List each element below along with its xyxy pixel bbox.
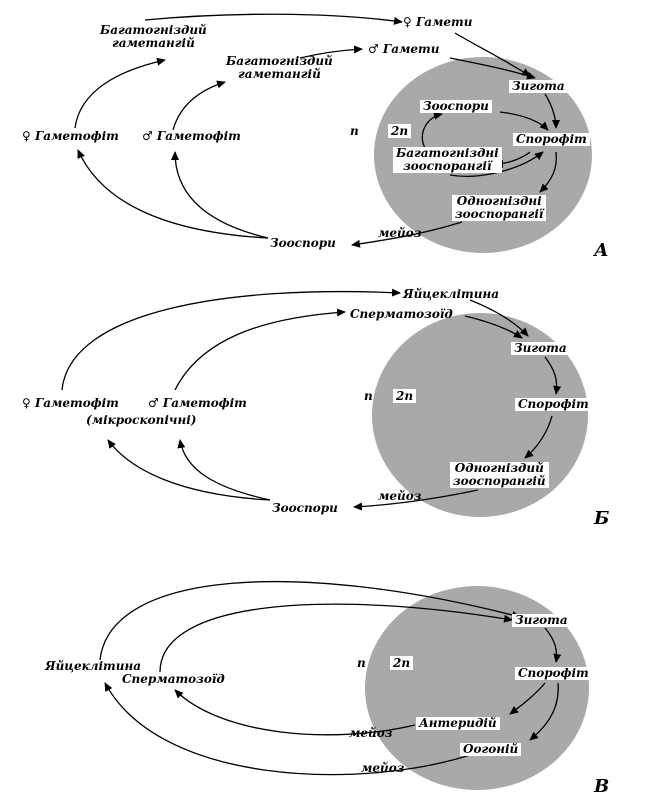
arrow-b-male-gametophyte-to-sperm — [174, 308, 346, 391]
label-a-gametangium-male: Багатогніздий гаметангій — [226, 55, 333, 81]
node-a-unilocular: Одногніздні зооспорангії — [452, 194, 547, 221]
arrow-c-sporophyte-to-antheridium — [509, 682, 546, 715]
arrow-c-zygote-to-sporophyte — [544, 627, 562, 663]
node-b-zygote: Зигота — [511, 342, 570, 355]
arrow-a-female-gametophyte-to-gametangium — [74, 57, 166, 129]
node-b-sperm: Сперматозоїд — [350, 307, 453, 321]
arrow-b-zygote-to-sporophyte — [544, 356, 562, 395]
node-a-zoospores-inner: Зооспори — [420, 100, 492, 113]
text-line: Одногніздні — [456, 194, 542, 208]
text-line: гаметангій — [237, 67, 321, 81]
label-a-gametangium-female: Багатогніздий гаметангій — [100, 24, 207, 50]
arrow-a-unilocular-to-zoospores — [351, 221, 463, 248]
label-b-haploid: n — [364, 389, 373, 403]
node-c-egg: Яйцеклітина — [45, 659, 141, 673]
text-line: Багатогніздий — [226, 54, 333, 68]
label-a-female-gametophyte: ♀ Гаметофіт — [22, 129, 119, 143]
panel-letter-c: В — [594, 776, 610, 797]
label-a-female-gametes: ♀ Гамети — [403, 15, 473, 29]
arrow-b-sporophyte-to-unilocular — [524, 415, 553, 459]
text-line: зооспорангій — [453, 474, 546, 488]
arrow-b-unilocular-to-zoospores — [353, 489, 479, 511]
arrow-a-zoospores-to-sporophyte — [499, 111, 549, 131]
arrow-c-egg-to-zygote — [99, 580, 521, 661]
node-c-oogonium: Оогоній — [460, 743, 522, 756]
node-c-sperm: Сперматозоїд — [122, 672, 225, 686]
label-b-female-gametophyte: ♀ Гаметофіт — [22, 396, 119, 410]
label-c-meiosis-upper: мейоз — [349, 726, 393, 740]
arrow-c-oogonium-to-egg — [104, 682, 471, 776]
arrow-b-egg-to-zygote — [469, 299, 529, 337]
arrow-a-zoospores-to-female-gametophyte — [77, 149, 269, 239]
node-a-zoospores: Зооспори — [270, 236, 336, 250]
label-c-meiosis-lower: мейоз — [361, 761, 405, 775]
label-a-male-gametes: ♂ Гамети — [368, 42, 440, 56]
node-b-sporophyte: Спорофіт — [515, 398, 592, 411]
arrow-a-zoospores-to-male-gametophyte — [171, 151, 269, 239]
label-a-haploid: n — [350, 124, 359, 138]
panel-letter-b: Б — [594, 508, 610, 529]
text-line: Багатогніздий — [100, 23, 207, 37]
label-b-male-gametophyte: ♂ Гаметофіт — [148, 396, 247, 410]
arrow-c-antheridium-to-sperm — [174, 689, 416, 736]
text-line: Одногніздий — [454, 461, 544, 475]
arrow-a-plurilocular-to-zoospores — [421, 111, 443, 149]
text-line: гаметангій — [111, 36, 195, 50]
node-b-egg: Яйцеклітина — [403, 287, 499, 301]
label-c-diploid: 2n — [390, 656, 414, 670]
node-c-sporophyte: Спорофіт — [515, 667, 592, 680]
panel-letter-a: А — [594, 240, 609, 261]
node-c-zygote: Зигота — [512, 614, 571, 627]
arrow-a-female-gametes-to-zygote — [454, 32, 531, 77]
label-a-meiosis: мейоз — [378, 226, 422, 240]
node-a-plurilocular: Багатогніздні зооспорангії — [393, 147, 502, 173]
label-a-diploid: 2n — [388, 124, 412, 138]
arrow-b-zoospores-to-male-gametophyte — [177, 439, 271, 501]
node-b-unilocular: Одногніздий зооспорангій — [450, 462, 549, 488]
node-c-antheridium: Антеридій — [416, 717, 500, 730]
arrow-a-male-gametangium-to-gametes — [299, 45, 363, 59]
arrow-a-zygote-to-sporophyte — [544, 93, 560, 129]
arrow-c-sporophyte-to-oogonium — [529, 682, 559, 741]
text-line: Багатогніздні — [396, 146, 499, 160]
label-b-microscopic: (мікроскопічні) — [86, 413, 197, 427]
arrow-c-sperm-to-zygote — [159, 603, 513, 673]
node-b-zoospores: Зооспори — [272, 501, 338, 515]
label-b-diploid: 2n — [393, 389, 417, 403]
text-line: зооспорангії — [403, 159, 492, 173]
label-a-male-gametophyte: ♂ Гаметофіт — [142, 129, 241, 143]
arrow-a-male-gametophyte-to-gametangium — [172, 80, 226, 131]
text-line: зооспорангії — [455, 207, 544, 221]
arrow-b-female-gametophyte-to-egg — [61, 288, 401, 391]
arrow-a-female-gametangium-to-gametes — [144, 13, 403, 25]
arrow-a-male-gametes-to-zygote — [449, 57, 536, 80]
arrow-a-sporophyte-to-unilocular — [539, 151, 558, 193]
node-a-zygote: Зигота — [509, 80, 568, 93]
node-a-sporophyte: Спорофіт — [513, 133, 590, 146]
label-b-meiosis: мейоз — [378, 489, 422, 503]
arrow-b-sperm-to-zygote — [464, 315, 523, 339]
arrow-b-zoospores-to-female-gametophyte — [107, 439, 271, 501]
label-c-haploid: n — [357, 656, 366, 670]
